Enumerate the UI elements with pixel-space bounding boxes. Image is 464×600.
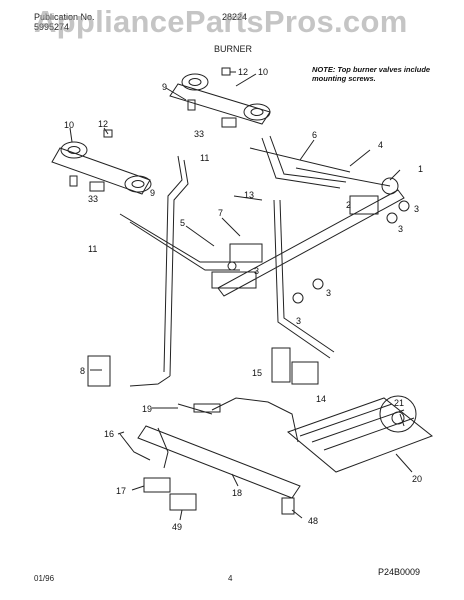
gas-tube-6 bbox=[261, 137, 341, 189]
callout-2: 2 bbox=[346, 200, 351, 210]
watermark-text: AppliancePartsPros.com bbox=[34, 4, 408, 39]
callout-3-right-upper: 3 bbox=[414, 204, 419, 214]
fitting-3d bbox=[386, 212, 398, 224]
bracket-15 bbox=[271, 347, 291, 383]
callout-6: 6 bbox=[312, 130, 317, 140]
clip-12-rear bbox=[221, 67, 231, 76]
footer-page: 4 bbox=[228, 574, 233, 583]
part-21-circle bbox=[379, 395, 417, 433]
callout-21: 21 bbox=[394, 398, 404, 408]
flame-spreader-20 bbox=[287, 397, 434, 473]
gas-tube-11 bbox=[163, 155, 183, 373]
bracket-33-front bbox=[89, 181, 105, 192]
bracket-lower bbox=[211, 271, 257, 289]
publication-label: Publication No. bbox=[34, 12, 95, 22]
fitting-3e bbox=[227, 261, 237, 271]
callout-1: 1 bbox=[418, 164, 423, 174]
rear-right-burner-head bbox=[243, 103, 271, 121]
part-21-nut bbox=[391, 411, 405, 425]
tube-16 bbox=[119, 433, 151, 461]
orifice-9-front bbox=[69, 175, 78, 187]
gas-tube-13 bbox=[119, 213, 240, 263]
callout-33-front: 33 bbox=[88, 194, 98, 204]
callout-10-front: 10 bbox=[64, 120, 74, 130]
bracket-33-rear bbox=[221, 117, 237, 128]
callout-4: 4 bbox=[378, 140, 383, 150]
callout-3-right-lower: 3 bbox=[398, 224, 403, 234]
section-title: BURNER bbox=[214, 44, 253, 54]
callout-12-front: 12 bbox=[98, 119, 108, 129]
spark-module-8 bbox=[87, 355, 111, 387]
callout-49: 49 bbox=[172, 522, 182, 532]
callout-3-valve: 3 bbox=[254, 266, 259, 276]
model-number: 28224 bbox=[222, 12, 248, 22]
gas-tube-main bbox=[273, 199, 331, 359]
fitting-3b bbox=[312, 278, 324, 290]
callout-15: 15 bbox=[252, 368, 262, 378]
callout-12-rear: 12 bbox=[238, 67, 248, 77]
callout-18: 18 bbox=[232, 488, 242, 498]
fitting-3a bbox=[292, 292, 304, 304]
valve-left bbox=[229, 243, 263, 263]
valve-knob-stem bbox=[381, 177, 399, 195]
regulator-14 bbox=[291, 361, 319, 385]
orifice-9-rear bbox=[187, 99, 196, 111]
ignition-wire bbox=[129, 375, 171, 387]
oven-gas-tube bbox=[211, 397, 299, 443]
fitting-3c bbox=[398, 200, 410, 212]
callout-9-rear: 9 bbox=[162, 82, 167, 92]
rear-left-burner-head bbox=[181, 73, 209, 91]
diagram-code: P24B0009 bbox=[378, 567, 421, 577]
oven-burner-18 bbox=[137, 425, 301, 499]
clip-12-front bbox=[103, 129, 113, 138]
callout-9-front: 9 bbox=[150, 188, 155, 198]
callout-11-rear: 11 bbox=[200, 153, 209, 163]
note-text: NOTE: Top burner valves include mounting… bbox=[312, 65, 431, 83]
callout-33-rear: 33 bbox=[194, 129, 204, 139]
front-left-burner-head bbox=[60, 141, 88, 159]
callout-19: 19 bbox=[142, 404, 152, 414]
screw-48 bbox=[281, 497, 295, 515]
callout-14: 14 bbox=[316, 394, 326, 404]
callout-8: 8 bbox=[80, 366, 85, 376]
callout-48: 48 bbox=[308, 516, 318, 526]
callout-10-rear: 10 bbox=[258, 67, 268, 77]
callout-17: 17 bbox=[116, 486, 126, 496]
igniter-17 bbox=[143, 477, 171, 493]
front-burner-bar bbox=[51, 147, 151, 195]
callout-13: 13 bbox=[244, 190, 254, 200]
callout-3-low: 3 bbox=[296, 316, 301, 326]
callout-16: 16 bbox=[104, 429, 114, 439]
front-right-burner-head bbox=[124, 175, 152, 193]
callout-20: 20 bbox=[412, 474, 422, 484]
callout-11-front: 11 bbox=[88, 244, 97, 254]
publication-number: 5995274 bbox=[34, 22, 70, 32]
bracket-49 bbox=[169, 493, 197, 511]
footer-date: 01/96 bbox=[34, 574, 55, 583]
manifold-pipe bbox=[217, 189, 405, 297]
callout-7: 7 bbox=[218, 208, 223, 218]
callout-5: 5 bbox=[180, 218, 185, 228]
valve-right bbox=[349, 195, 379, 215]
callout-3-mid: 3 bbox=[326, 288, 331, 298]
